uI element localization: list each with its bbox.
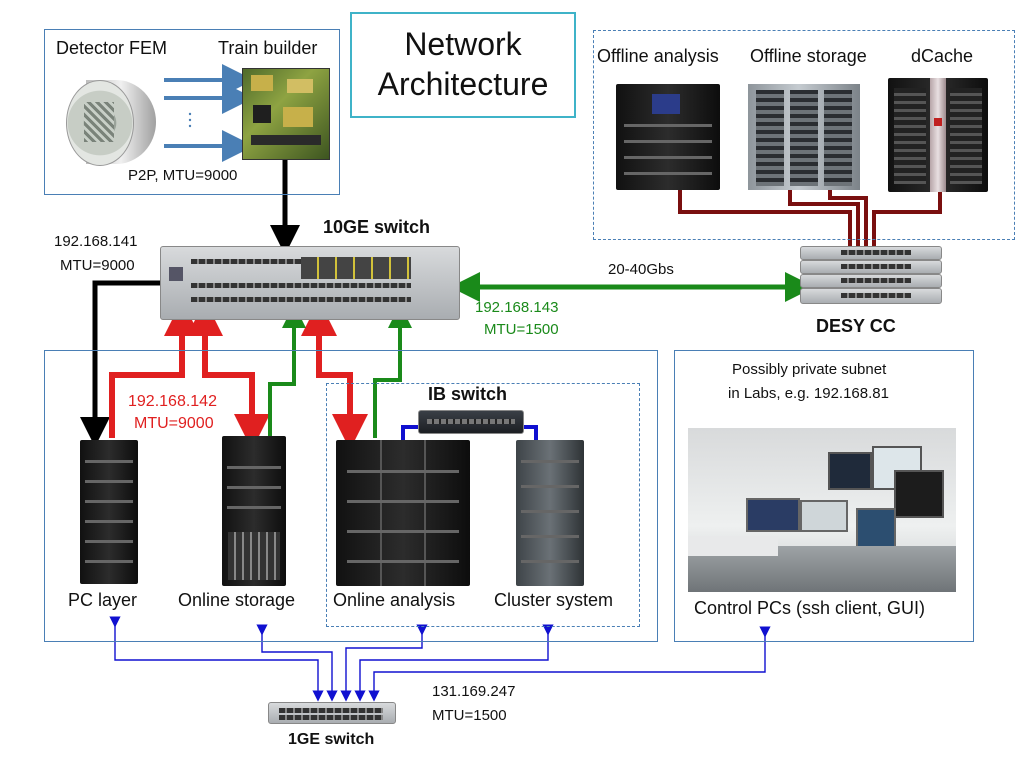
pc-layer-label: PC layer	[68, 590, 138, 610]
online-analysis-frame	[326, 383, 640, 627]
1ge-switch-device	[268, 702, 396, 724]
ib-switch-links	[401, 425, 538, 440]
switch-to-pc-layer-link	[80, 280, 165, 447]
fem-arrow-ellipsis	[188, 112, 192, 128]
dcache-label: dCache	[911, 46, 974, 66]
detector-frame	[44, 29, 340, 195]
1ge-mtu: MTU=1500	[432, 707, 507, 724]
10ge-switch-label: 10GE switch	[323, 217, 431, 237]
title-line-2: Architecture	[377, 66, 549, 102]
fem-to-train-builder-arrows	[164, 64, 254, 162]
cluster-rack	[516, 440, 584, 586]
1ge-switch-label: 1GE switch	[288, 731, 375, 748]
detector-fem-image	[66, 80, 158, 166]
offline-analysis-label: Offline analysis	[597, 46, 719, 66]
10ge-ip-left: 192.168.141	[54, 233, 138, 250]
online-mtu: MTU=9000	[134, 415, 214, 432]
ib-switch-device	[418, 410, 524, 434]
1ge-ip: 131.169.247	[432, 683, 516, 700]
offline-storage-label: Offline storage	[750, 46, 867, 66]
detector-fem-label: Detector FEM	[56, 38, 168, 58]
pc-layer-rack	[80, 440, 138, 584]
online-ip: 192.168.142	[128, 393, 217, 410]
online-frame	[44, 350, 658, 642]
train-builder-label: Train builder	[218, 38, 318, 58]
dcache-rack	[888, 78, 988, 192]
diagram-title: Network Architecture	[350, 12, 576, 118]
control-pcs-label: Control PCs (ssh client, GUI)	[694, 598, 926, 618]
control-note-line-2: in Labs, e.g. 192.168.81	[728, 385, 889, 402]
bandwidth-label: 20-40Gbs	[608, 261, 674, 278]
online-storage-rack	[222, 436, 286, 586]
offline-frame	[593, 30, 1015, 240]
offline-links	[678, 188, 942, 250]
online-analysis-label: Online analysis	[333, 590, 456, 610]
10ge-mtu-left: MTU=9000	[60, 257, 135, 274]
online-storage-label: Online storage	[178, 590, 296, 610]
train-builder-board-image	[242, 68, 330, 160]
p2p-label: P2P, MTU=9000	[128, 167, 238, 184]
ib-switch-label: IB switch	[428, 384, 508, 404]
red-9000-links	[109, 300, 368, 450]
control-note-line-1: Possibly private subnet	[732, 361, 887, 378]
cluster-system-label: Cluster system	[494, 590, 614, 610]
10ge-switch-device	[160, 246, 460, 320]
desy-cc-switch-stack	[800, 246, 942, 306]
online-analysis-racks	[336, 440, 470, 586]
desy-cc-label: DESY CC	[816, 316, 896, 336]
offline-storage-rack	[748, 84, 860, 190]
offline-analysis-rack	[616, 84, 720, 190]
title-line-1: Network	[404, 26, 522, 62]
10ge-ip-right: 192.168.143	[475, 299, 559, 316]
control-room-image	[688, 428, 956, 592]
10ge-mtu-right: MTU=1500	[484, 321, 559, 338]
control-frame	[674, 350, 974, 642]
